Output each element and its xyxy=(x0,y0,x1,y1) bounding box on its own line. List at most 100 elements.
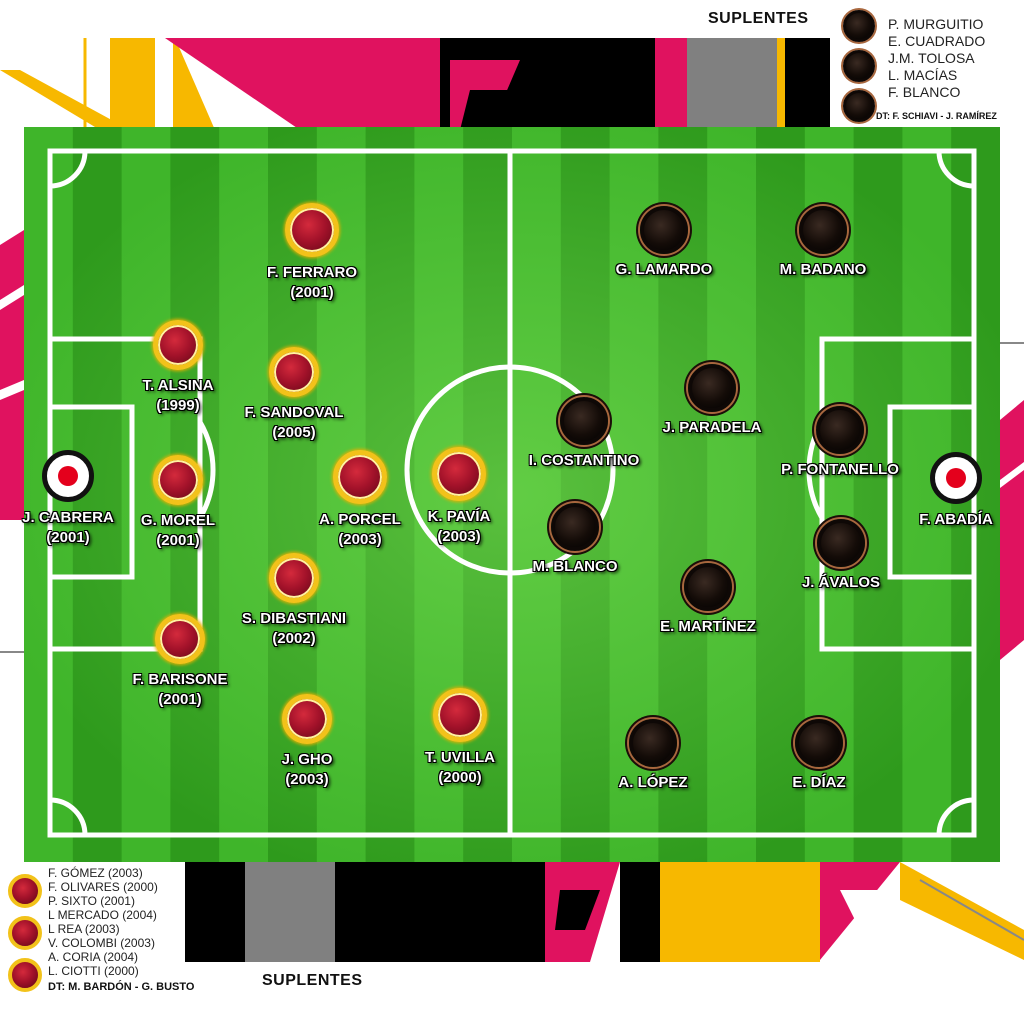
away-bench-disc xyxy=(843,10,875,42)
home-bench-disc xyxy=(8,874,42,908)
player-name: E. DÍAZ xyxy=(792,774,846,791)
player-disc-icon xyxy=(269,347,319,397)
player-disc-icon xyxy=(282,694,332,744)
player-name: G. MOREL xyxy=(140,512,216,529)
home-bench-player: F. GÓMEZ (2003) xyxy=(48,866,143,880)
player-disc-icon xyxy=(551,503,599,551)
away-player[interactable]: M. BADANO xyxy=(733,206,913,280)
player-disc-icon xyxy=(333,450,387,504)
away-player[interactable]: J. ÁVALOS xyxy=(751,519,931,593)
player-name: A. PORCEL xyxy=(319,511,401,528)
home-bench-player: L MERCADO (2004) xyxy=(48,908,157,922)
player-year: (2000) xyxy=(438,769,482,786)
away-bench-player: J.M. TOLOSA xyxy=(888,50,975,66)
home-player[interactable]: A. PORCEL (2003) xyxy=(270,450,450,550)
player-name: I. COSTANTINO xyxy=(528,452,640,469)
player-name: A. LÓPEZ xyxy=(618,774,688,791)
away-player[interactable]: G. LAMARDO xyxy=(574,206,754,280)
player-name: F. BARISONE xyxy=(132,671,228,688)
player-year: (2001) xyxy=(46,529,90,546)
player-name: G. LAMARDO xyxy=(615,261,713,278)
home-bench-title: SUPLENTES xyxy=(262,972,363,989)
player-name: S. DIBASTIANI xyxy=(241,610,347,627)
home-bench-player: L REA (2003) xyxy=(48,922,120,936)
home-player[interactable]: T. UVILLA (2000) xyxy=(370,688,550,788)
player-disc-icon xyxy=(285,203,339,257)
home-coach: DT: M. BARDÓN - G. BUSTO xyxy=(48,981,195,993)
player-name: T. ALSINA xyxy=(142,377,214,394)
home-player[interactable]: S. DIBASTIANI (2002) xyxy=(204,553,384,649)
home-player[interactable]: T. ALSINA (1999) xyxy=(88,320,268,416)
player-name: E. MARTÍNEZ xyxy=(660,618,756,635)
home-player[interactable]: F. SANDOVAL (2005) xyxy=(204,347,384,443)
player-disc-icon xyxy=(269,553,319,603)
player-disc-icon xyxy=(432,447,486,501)
goalkeeper-icon xyxy=(42,450,94,502)
player-disc-icon xyxy=(817,519,865,567)
player-name: P. FONTANELLO xyxy=(781,461,899,478)
away-player[interactable]: E. DÍAZ xyxy=(729,719,909,793)
player-name: F. FERRARO xyxy=(267,264,357,281)
away-bench-player: F. BLANCO xyxy=(888,84,961,100)
home-bench-player: P. SIXTO (2001) xyxy=(48,894,135,908)
home-goalkeeper[interactable]: J. CABRERA (2001) xyxy=(0,450,158,548)
away-bench-player: L. MACÍAS xyxy=(888,67,958,83)
away-bench-title: SUPLENTES xyxy=(708,10,809,27)
away-player[interactable]: P. FONTANELLO xyxy=(750,406,930,480)
away-player[interactable]: M. BLANCO xyxy=(485,503,665,577)
player-name: J. CABRERA xyxy=(22,509,114,526)
home-bench-player: L. CIOTTI (2000) xyxy=(48,964,139,978)
player-disc-icon xyxy=(684,563,732,611)
player-disc-icon xyxy=(640,206,688,254)
player-disc-icon xyxy=(795,719,843,767)
away-player[interactable]: A. LÓPEZ xyxy=(563,719,743,793)
home-bench-disc xyxy=(8,958,42,992)
player-year: (2001) xyxy=(290,284,334,301)
goalkeeper-icon xyxy=(930,452,982,504)
home-player[interactable]: K. PAVÍA (2003) xyxy=(369,447,549,547)
player-name: K. PAVÍA xyxy=(427,508,491,525)
player-name: M. BADANO xyxy=(779,261,867,278)
away-bench-list: P. MURGUITIO E. CUADRADO J.M. TOLOSA L. … xyxy=(888,16,985,101)
away-goalkeeper[interactable]: F. ABADÍA xyxy=(866,452,1024,530)
player-name: J. ÁVALOS xyxy=(801,574,881,591)
away-bench-disc xyxy=(843,50,875,82)
away-player[interactable]: E. MARTÍNEZ xyxy=(618,563,798,637)
away-player[interactable]: J. PARADELA xyxy=(622,364,802,438)
home-player[interactable]: F. FERRARO (2001) xyxy=(222,203,402,303)
player-disc-icon xyxy=(688,364,736,412)
player-disc-icon xyxy=(629,719,677,767)
player-year: (2003) xyxy=(338,531,382,548)
home-player[interactable]: F. BARISONE (2001) xyxy=(90,614,270,710)
player-disc-icon xyxy=(816,406,864,454)
away-bench-player: P. MURGUITIO xyxy=(888,16,984,32)
home-bench-player: V. COLOMBI (2003) xyxy=(48,936,155,950)
player-year: (2002) xyxy=(272,630,316,647)
home-bench-disc xyxy=(8,916,42,950)
home-player[interactable]: J. GHO (2003) xyxy=(217,694,397,790)
player-name: M. BLANCO xyxy=(532,558,618,575)
home-bench-player: F. OLIVARES (2000) xyxy=(48,880,158,894)
away-player[interactable]: I. COSTANTINO xyxy=(494,397,674,471)
player-name: T. UVILLA xyxy=(425,749,495,766)
player-year: (2001) xyxy=(158,691,202,708)
away-coach: DT: F. SCHIAVI - J. RAMÍREZ xyxy=(876,111,997,121)
player-year: (1999) xyxy=(156,397,200,414)
player-disc-icon xyxy=(153,455,203,505)
player-disc-icon xyxy=(433,688,487,742)
player-name: F. ABADÍA xyxy=(919,511,993,528)
player-year: (2003) xyxy=(285,771,329,788)
player-disc-icon xyxy=(560,397,608,445)
home-player[interactable]: G. MOREL (2001) xyxy=(88,455,268,551)
player-year: (2005) xyxy=(272,424,316,441)
player-disc-icon xyxy=(799,206,847,254)
player-year: (2001) xyxy=(156,532,200,549)
player-year: (2003) xyxy=(437,528,481,545)
home-bench-player: A. CORIA (2004) xyxy=(48,950,139,964)
player-name: J. PARADELA xyxy=(662,419,762,436)
player-name: F. SANDOVAL xyxy=(244,404,344,421)
away-bench-player: E. CUADRADO xyxy=(888,33,986,49)
player-disc-icon xyxy=(153,320,203,370)
away-bench-disc xyxy=(843,90,875,122)
